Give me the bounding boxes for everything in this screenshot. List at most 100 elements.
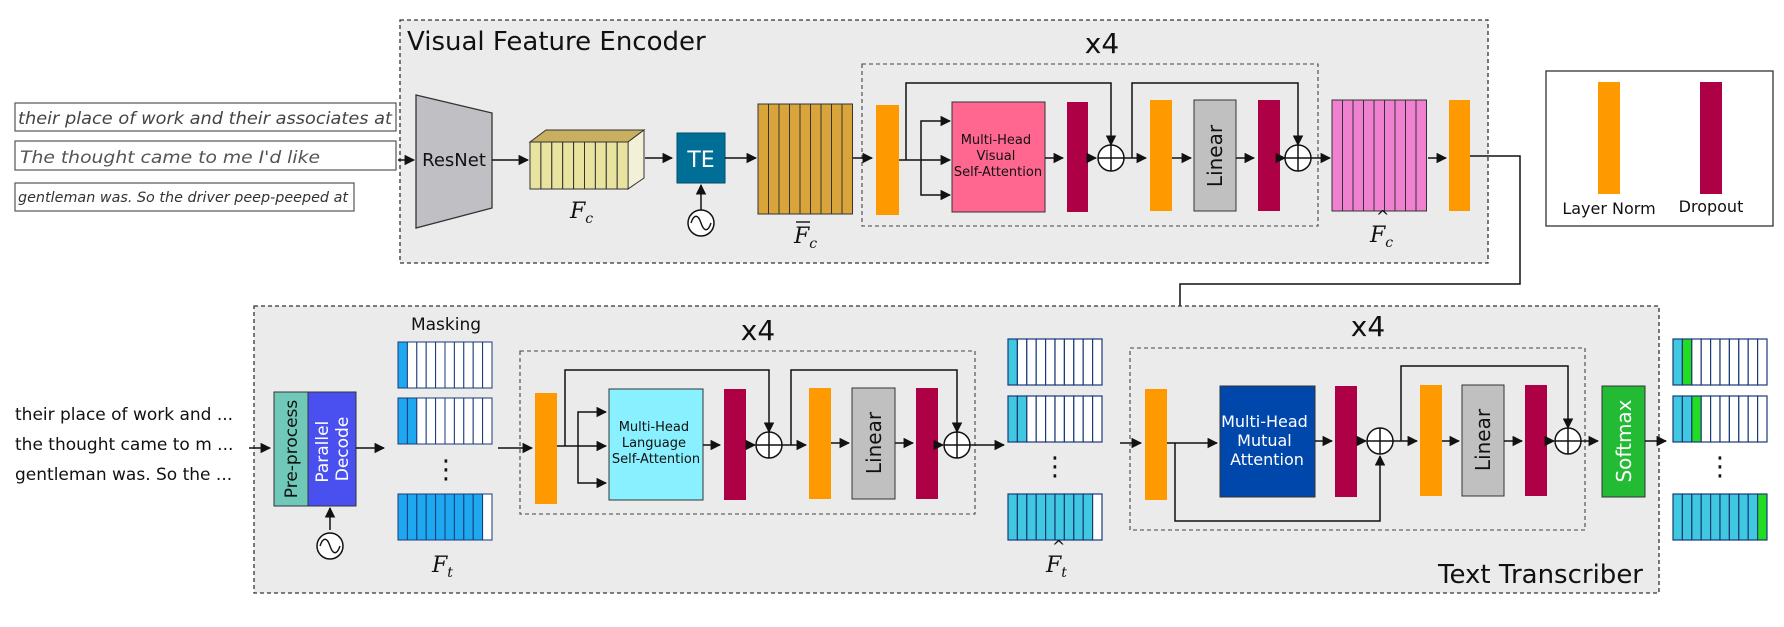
softmax-label: Softmax (1612, 399, 1636, 482)
token-cell-empty (435, 397, 446, 445)
token-cell-filled (1728, 493, 1740, 541)
token-cell-filled (397, 493, 408, 541)
fc-cube-cell (594, 141, 607, 190)
fc-cube-cell (573, 141, 585, 190)
token-cell-empty (1691, 338, 1702, 386)
token-cell-empty (1756, 338, 1768, 386)
token-cell-empty (453, 397, 465, 445)
fc-feature-cube (528, 129, 646, 190)
resnet-block (415, 94, 493, 229)
token-cell-empty (1054, 338, 1065, 386)
parallel-decode-block (307, 391, 357, 507)
token-cell-empty (1719, 338, 1730, 386)
handwriting-line-2 (14, 140, 397, 171)
layer-norm-enc-1 (876, 105, 899, 215)
token-cell-empty (1035, 395, 1047, 443)
token-cell-filled (1681, 493, 1693, 541)
residual-enc-1 (905, 82, 1117, 160)
token-cell-filled (1007, 493, 1018, 541)
input-text-1: their place of work and ... (15, 405, 233, 425)
token-cell-empty (1719, 395, 1730, 443)
token-cell-filled (1044, 493, 1056, 541)
residual-mut-2 (1400, 365, 1574, 441)
encoder-title: Visual Feature Encoder (407, 27, 706, 57)
token-cell-empty (1747, 338, 1759, 386)
token-cell-empty (463, 397, 474, 445)
sine-wave-icon (690, 215, 712, 231)
fc-bar-cell (799, 103, 811, 215)
linear-mut-block (1461, 384, 1505, 497)
fc-hat-cell (1384, 99, 1396, 212)
token-cell-empty (1700, 338, 1712, 386)
token-cell-filled (1700, 493, 1712, 541)
token-cell-empty (472, 397, 484, 445)
dropout-enc-2 (1258, 100, 1280, 211)
fc-bar-cell (768, 103, 780, 215)
token-cell-empty (1026, 338, 1037, 386)
handwriting-line-1 (14, 102, 397, 132)
token-cell-empty (444, 397, 455, 445)
mutual-attention-label: Multi-Head Mutual Attention (1221, 412, 1313, 469)
fc-bar-cell (757, 103, 769, 215)
token-cell-empty (1091, 338, 1103, 386)
fc-cube-cell (605, 141, 618, 190)
transcriber-title: Text Transcriber (1437, 560, 1643, 590)
handwriting-text-1: their place of work and their associates… (18, 109, 393, 129)
ft-ellipsis: ⋮ (433, 455, 459, 485)
token-cell-empty (1082, 338, 1094, 386)
fc-hat-caret: ^ (1376, 207, 1389, 226)
ft-hat-token-rows (1007, 338, 1103, 541)
input-text-2: the thought came to m ... (15, 435, 233, 455)
token-cell-filled (453, 493, 465, 541)
masking-label: Masking (411, 315, 481, 335)
residual-enc-2 (1131, 82, 1304, 158)
language-repeat-box (519, 350, 976, 515)
token-cell-filled (472, 493, 484, 541)
ft-hat-ellipsis: ⋮ (1042, 452, 1068, 482)
input-text-3: gentleman was. So the ... (15, 465, 232, 485)
token-cell-empty (1044, 338, 1056, 386)
fc-hat-cell (1405, 99, 1417, 212)
handwriting-line-3 (14, 182, 355, 212)
token-cell-empty (425, 341, 437, 389)
linear-enc-label: Linear (1203, 124, 1227, 187)
token-cell-empty (482, 397, 493, 445)
fc-hat-cell (1363, 99, 1375, 212)
token-cell-empty (1738, 395, 1749, 443)
layer-norm-lang-1 (535, 393, 557, 504)
token-cell-empty (1728, 338, 1740, 386)
token-cell-filled (1672, 395, 1683, 443)
handwriting-text-2: The thought came to me I'd like (20, 148, 320, 168)
encoder-repeat-label: x4 (1085, 27, 1119, 60)
token-cell-empty (1044, 395, 1056, 443)
token-cell-filled (1073, 493, 1084, 541)
ft-token-rows (397, 341, 493, 541)
language-attention-label: Multi-Head Language Self-Attention (612, 420, 700, 467)
token-cell-filled (1054, 493, 1065, 541)
token-cell-filled (435, 493, 446, 541)
token-cell-empty (1082, 395, 1094, 443)
mutual-attention-block (1219, 385, 1316, 498)
linear-lang-block (851, 387, 896, 500)
token-cell-filled (406, 397, 418, 445)
language-repeat-label: x4 (741, 314, 775, 347)
mutual-repeat-label: x4 (1351, 310, 1385, 343)
token-cell-filled (1709, 493, 1721, 541)
token-cell-empty (435, 341, 446, 389)
visual-attention-label: Multi-Head Visual Self-Attention (954, 133, 1042, 180)
fc-hat-cell (1331, 99, 1343, 212)
token-cell-filled (416, 493, 427, 541)
token-cell-filled (1026, 493, 1037, 541)
fc-hat-label: Fc (1369, 223, 1393, 251)
fc-bar-cell (810, 103, 822, 215)
fc-label: Fc (569, 199, 593, 227)
token-cell-empty (1091, 493, 1103, 541)
token-cell-empty (1756, 395, 1768, 443)
token-cell-empty (463, 341, 474, 389)
token-cell-filled (1672, 338, 1683, 386)
token-cell-empty (1728, 395, 1740, 443)
layer-norm-mut-2 (1420, 385, 1442, 496)
fc-bar-cell (789, 103, 801, 215)
encoder-repeat-box (861, 63, 1319, 227)
